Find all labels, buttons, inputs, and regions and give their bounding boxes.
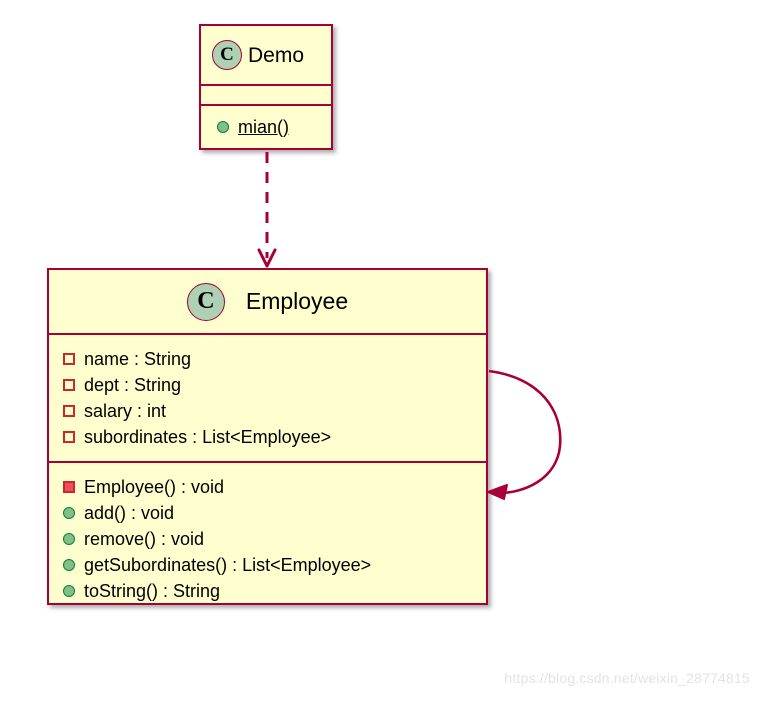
- attribute-label: subordinates : List<Employee>: [84, 427, 332, 447]
- methods-compartment-employee: Employee() : void add() : void remove() …: [49, 463, 486, 615]
- attribute-row[interactable]: name : String: [63, 346, 486, 372]
- class-name-demo: Demo: [248, 43, 305, 67]
- attribute-label: name : String: [84, 349, 192, 369]
- public-visibility-icon: [63, 585, 75, 597]
- uml-class-employee[interactable]: C Employee name : String dept : String s…: [47, 268, 488, 605]
- public-visibility-icon: [63, 533, 75, 545]
- method-row[interactable]: mian(): [217, 114, 331, 139]
- self-association-arrow-employee: [487, 369, 562, 500]
- dependency-arrow-demo-to-employee: [257, 152, 277, 268]
- private-visibility-icon: [63, 379, 75, 391]
- class-badge-icon: C: [212, 40, 242, 70]
- method-row[interactable]: Employee() : void: [63, 474, 486, 500]
- attributes-compartment-demo: [201, 86, 331, 104]
- method-label: toString() : String: [84, 581, 221, 601]
- private-visibility-icon: [63, 405, 75, 417]
- public-visibility-icon: [217, 120, 229, 133]
- attributes-compartment-employee: name : String dept : String salary : int…: [49, 335, 486, 461]
- class-header-employee: C Employee: [49, 270, 486, 333]
- public-visibility-icon: [63, 559, 75, 571]
- method-label: Employee() : void: [84, 477, 225, 497]
- watermark-text: https://blog.csdn.net/weixin_28774815: [504, 670, 750, 686]
- uml-class-demo[interactable]: C Demo mian(): [199, 24, 333, 150]
- method-row[interactable]: add() : void: [63, 500, 486, 526]
- private-visibility-icon: [63, 431, 75, 443]
- method-label: add() : void: [84, 503, 175, 523]
- attribute-label: dept : String: [84, 375, 182, 395]
- compartment-separator: [201, 104, 331, 106]
- methods-compartment-demo: mian(): [201, 106, 331, 148]
- self-association-line: [488, 369, 562, 495]
- attribute-label: salary : int: [84, 401, 167, 421]
- method-row[interactable]: remove() : void: [63, 526, 486, 552]
- private-visibility-icon: [63, 353, 75, 365]
- method-row[interactable]: getSubordinates() : List<Employee>: [63, 552, 486, 578]
- attribute-row[interactable]: salary : int: [63, 398, 486, 424]
- compartment-separator: [49, 333, 486, 335]
- class-name-employee: Employee: [245, 288, 349, 314]
- method-label: mian(): [238, 116, 290, 137]
- attribute-row[interactable]: subordinates : List<Employee>: [63, 424, 486, 450]
- dependency-arrowhead: [257, 248, 277, 268]
- self-association-arrowhead: [487, 484, 508, 500]
- method-row[interactable]: toString() : String: [63, 578, 486, 604]
- class-badge-icon: C: [186, 282, 225, 321]
- attribute-row[interactable]: dept : String: [63, 372, 486, 398]
- compartment-separator: [201, 84, 331, 86]
- method-label: remove() : void: [84, 529, 205, 549]
- private-visibility-icon: [63, 481, 75, 493]
- method-label: getSubordinates() : List<Employee>: [84, 555, 372, 575]
- public-visibility-icon: [63, 507, 75, 519]
- compartment-separator: [49, 461, 486, 463]
- class-header-demo: C Demo: [201, 26, 331, 84]
